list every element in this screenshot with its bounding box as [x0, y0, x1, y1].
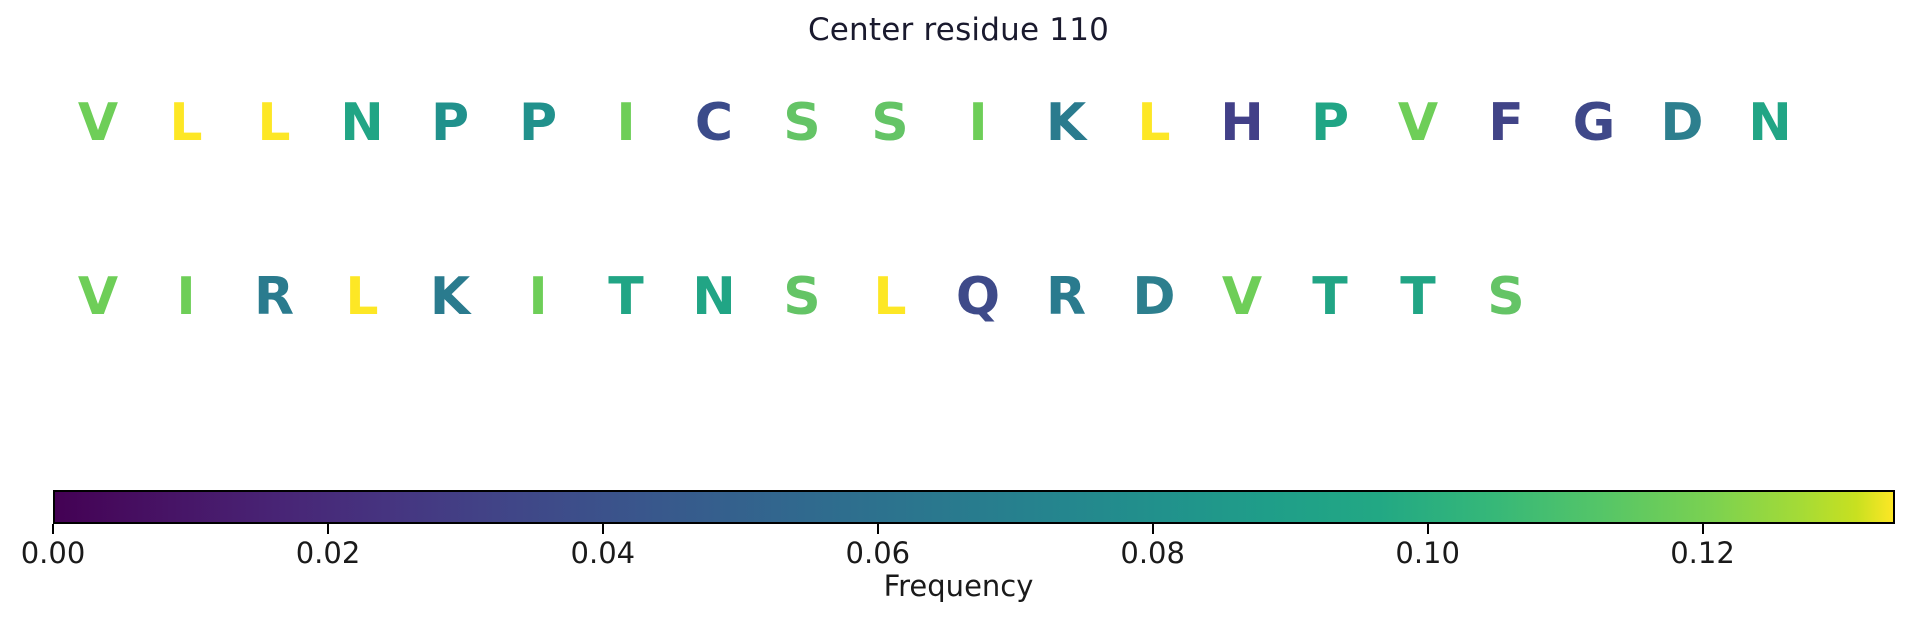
- colorbar-tick: [601, 524, 604, 534]
- colorbar-tick: [1151, 524, 1154, 534]
- residue-letter: I: [616, 93, 636, 153]
- residue-letter: L: [873, 267, 907, 327]
- residue-letter: N: [1748, 93, 1792, 153]
- residue-letter: I: [176, 267, 196, 327]
- residue-letter: T: [1312, 267, 1348, 327]
- colorbar-tick-label: 0.00: [20, 536, 86, 570]
- residue-letter: L: [345, 267, 379, 327]
- residue-letter: R: [253, 267, 295, 327]
- residue-letter: K: [1045, 93, 1087, 153]
- residue-letter: N: [692, 267, 736, 327]
- colorbar-tick-label: 0.08: [1120, 536, 1185, 570]
- colorbar-tick: [1426, 524, 1429, 534]
- residue-letter: K: [429, 267, 471, 327]
- colorbar-gradient: [53, 490, 1895, 524]
- residue-letter: S: [871, 93, 909, 153]
- residue-letter: I: [968, 93, 988, 153]
- colorbar-tick: [327, 524, 329, 534]
- residue-letter: S: [783, 267, 821, 327]
- colorbar-tick: [876, 524, 879, 534]
- colorbar-tick: [52, 524, 54, 534]
- residue-letter: Q: [955, 267, 1001, 327]
- colorbar-tick: [1701, 524, 1704, 534]
- residue-letter: S: [1487, 267, 1525, 327]
- residue-letter: P: [1310, 93, 1350, 153]
- residue-letter: V: [77, 267, 119, 327]
- residue-letter: C: [694, 93, 734, 153]
- residue-letter: T: [1400, 267, 1436, 327]
- residue-letter: P: [518, 93, 558, 153]
- residue-letter: H: [1220, 93, 1264, 153]
- residue-letter: T: [608, 267, 644, 327]
- colorbar-axis-label: Frequency: [883, 569, 1034, 603]
- colorbar-tick-label: 0.10: [1395, 536, 1460, 570]
- residue-letter: V: [1221, 267, 1263, 327]
- residue-letter: L: [1137, 93, 1171, 153]
- residue-letter: L: [257, 93, 291, 153]
- colorbar-tick-label: 0.06: [845, 536, 911, 570]
- colorbar-tick-label: 0.12: [1670, 536, 1735, 570]
- residue-letter: P: [430, 93, 470, 153]
- colorbar: 0.00 0.02 0.04 0.06 0.08 0.10 0.12: [21, 490, 1895, 570]
- residue-letter: D: [1132, 267, 1176, 327]
- page-title: Center residue 110: [807, 12, 1110, 48]
- residue-letter: N: [340, 93, 384, 153]
- residue-letter: V: [1397, 93, 1439, 153]
- residue-letter: F: [1488, 93, 1524, 153]
- residue-letter: L: [169, 93, 203, 153]
- colorbar-tick-label: 0.02: [295, 536, 361, 570]
- residue-letter: V: [77, 93, 119, 153]
- residue-letter: R: [1045, 267, 1087, 327]
- residue-letter: S: [783, 93, 821, 153]
- residue-letter: G: [1572, 93, 1616, 153]
- residue-letter: D: [1660, 93, 1704, 153]
- residue-letter: I: [528, 267, 548, 327]
- colorbar-tick-label: 0.04: [570, 536, 636, 570]
